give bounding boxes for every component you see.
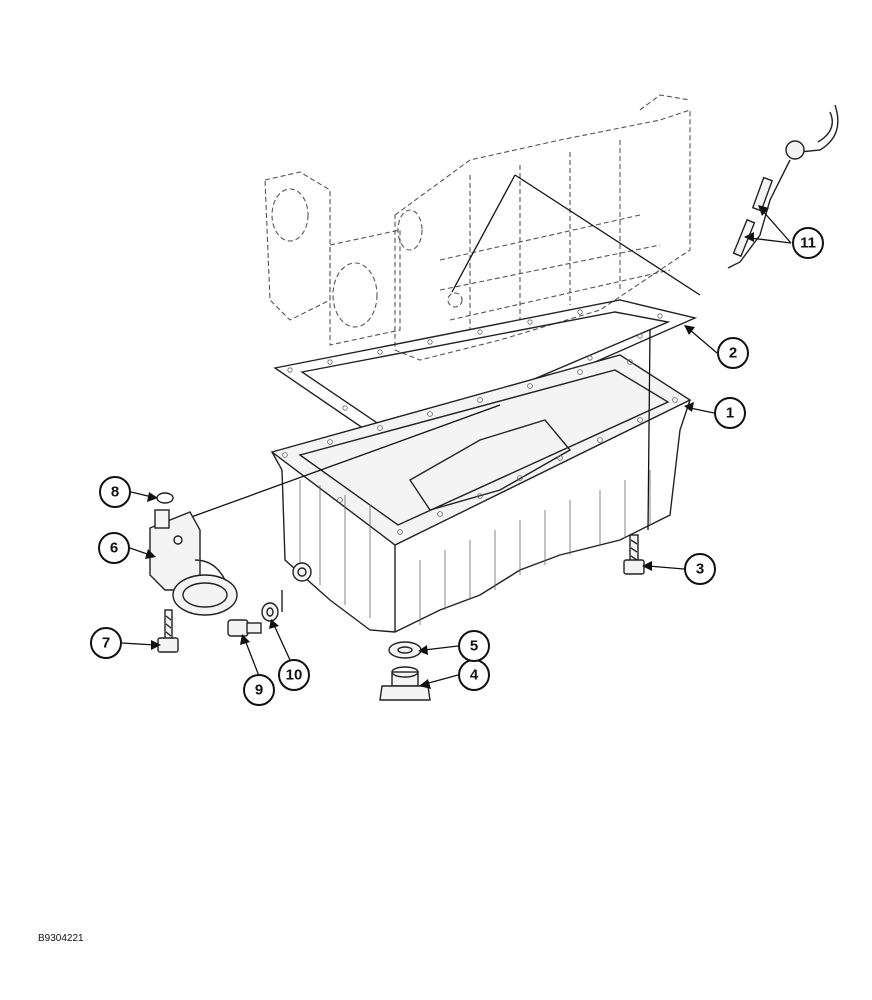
callout-label: 8 (111, 484, 119, 501)
pickup-tube-bolt (157, 609, 179, 653)
figure-id: B9304221 (38, 933, 84, 944)
pan-bolt (623, 534, 645, 575)
callout-label: 7 (102, 635, 110, 652)
plug-washer (261, 602, 279, 622)
engine-block (264, 94, 691, 361)
callout-label: 3 (696, 561, 704, 578)
callout-label: 6 (110, 540, 118, 557)
callout-2: 2 (717, 337, 749, 369)
callout-label: 5 (470, 638, 478, 655)
callout-4: 4 (458, 659, 490, 691)
plug (227, 619, 262, 637)
callout-7: 7 (90, 627, 122, 659)
oil-pan (270, 354, 692, 633)
callout-label: 2 (729, 345, 737, 362)
callout-11: 11 (792, 227, 824, 259)
oil-pan-gasket (273, 299, 698, 451)
callout-3: 3 (684, 553, 716, 585)
alignment-lines (182, 174, 701, 612)
drain-plug-washer (388, 641, 422, 659)
callout-1: 1 (714, 397, 746, 429)
callout-10: 10 (278, 659, 310, 691)
callout-label: 10 (286, 667, 303, 684)
callout-8: 8 (99, 476, 131, 508)
callout-label: 1 (726, 405, 734, 422)
dipstick (727, 104, 839, 269)
callout-label: 11 (800, 235, 816, 252)
callout-label: 4 (470, 667, 479, 684)
callout-label: 9 (255, 682, 263, 699)
callout-6: 6 (98, 532, 130, 564)
callout-9: 9 (243, 674, 275, 706)
drain-plug (379, 666, 431, 701)
oil-pickup-tube (149, 509, 238, 616)
callout-leaders (121, 205, 792, 689)
o-ring (156, 492, 174, 504)
callout-5: 5 (458, 630, 490, 662)
